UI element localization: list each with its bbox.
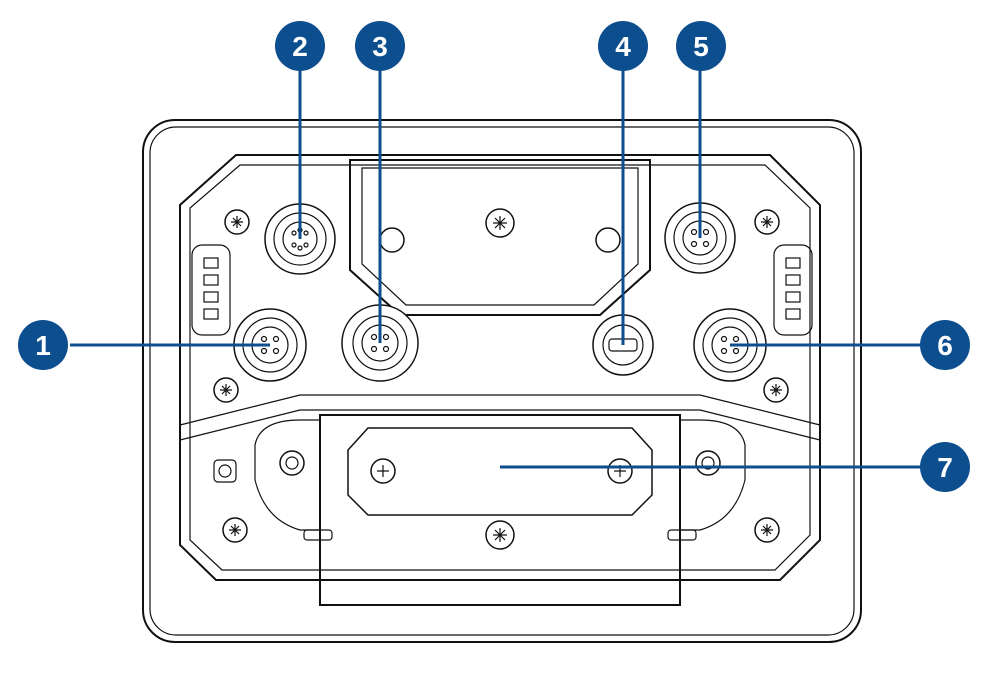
screw-icon	[222, 517, 248, 543]
right-led-strip	[773, 244, 813, 336]
callout-badge-1: 1	[18, 320, 68, 370]
callout-badge-3: 3	[355, 21, 405, 71]
bottom-cover	[319, 414, 681, 606]
cover-screw-icon	[607, 458, 633, 484]
outer-housing	[142, 119, 862, 643]
mid-ridge-2	[179, 409, 821, 441]
right-bracket-hole-inner	[701, 456, 715, 470]
callout-label-5: 5	[693, 31, 709, 62]
top-recess-inner	[361, 167, 639, 306]
mid-ridge	[179, 394, 821, 426]
left-latch	[303, 529, 333, 541]
callout-badge-6: 6	[920, 320, 970, 370]
right-led-4	[785, 308, 801, 320]
right-led-2	[785, 274, 801, 286]
cover-screw-icon	[370, 458, 396, 484]
screw-icon	[485, 208, 515, 238]
callout-label-2: 2	[292, 31, 308, 62]
screw-icon	[224, 209, 250, 235]
callout-badge-4: 4	[598, 21, 648, 71]
top-recess	[349, 159, 651, 316]
callout-label-1: 1	[35, 330, 51, 361]
left-led-2	[203, 274, 219, 286]
right-latch	[667, 529, 697, 541]
right-led-1	[785, 257, 801, 269]
left-bracket-hole-inner	[285, 456, 299, 470]
callout-label-7: 7	[937, 452, 953, 483]
cover-plate-7	[347, 427, 653, 516]
left-led-3	[203, 291, 219, 303]
callout-badge-2: 2	[275, 21, 325, 71]
back-plate	[179, 154, 821, 581]
callout-badge-5: 5	[676, 21, 726, 71]
right-bracket-hole	[695, 450, 721, 476]
ground-symbol-icon	[213, 459, 237, 483]
screw-icon	[754, 209, 780, 235]
left-led-strip	[191, 244, 231, 336]
screw-icon	[213, 377, 239, 403]
screw-icon	[763, 377, 789, 403]
right-led-3	[785, 291, 801, 303]
left-led-1	[203, 257, 219, 269]
recess-hole-left	[379, 227, 405, 253]
inner-housing-rim	[149, 126, 855, 636]
left-bracket-hole	[279, 450, 305, 476]
screw-icon	[754, 517, 780, 543]
recess-hole-right	[595, 227, 621, 253]
right-bracket	[679, 419, 746, 531]
callout-badge-7: 7	[920, 442, 970, 492]
back-plate-inner	[189, 164, 811, 571]
callout-label-3: 3	[372, 31, 388, 62]
callout-label-4: 4	[615, 31, 631, 62]
left-led-4	[203, 308, 219, 320]
left-bracket	[254, 419, 321, 531]
callout-label-6: 6	[937, 330, 953, 361]
screw-icon	[485, 520, 515, 550]
